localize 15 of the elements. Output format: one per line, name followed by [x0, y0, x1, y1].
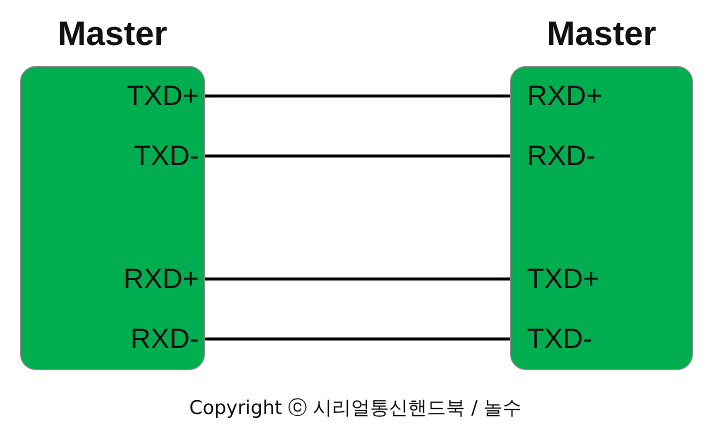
signal-wire	[205, 154, 510, 158]
pin-label: TXD+	[510, 263, 600, 295]
device-heading: Master	[56, 14, 168, 54]
pin-label: RXD-	[510, 140, 596, 172]
signal-wire	[205, 94, 510, 98]
device-heading: Master	[546, 14, 658, 54]
signal-wire	[205, 278, 510, 280]
pin-label: TXD+	[126, 80, 205, 112]
pin-label: RXD+	[510, 80, 602, 112]
pin-label: TXD-	[134, 140, 205, 172]
copyright-caption: Copyright ⓒ 시리얼통신핸드북 / 놀수	[188, 396, 523, 421]
signal-wire	[205, 338, 510, 340]
pin-label: RXD+	[124, 263, 205, 295]
pin-label: TXD-	[510, 323, 592, 355]
pin-label: RXD-	[130, 323, 205, 355]
